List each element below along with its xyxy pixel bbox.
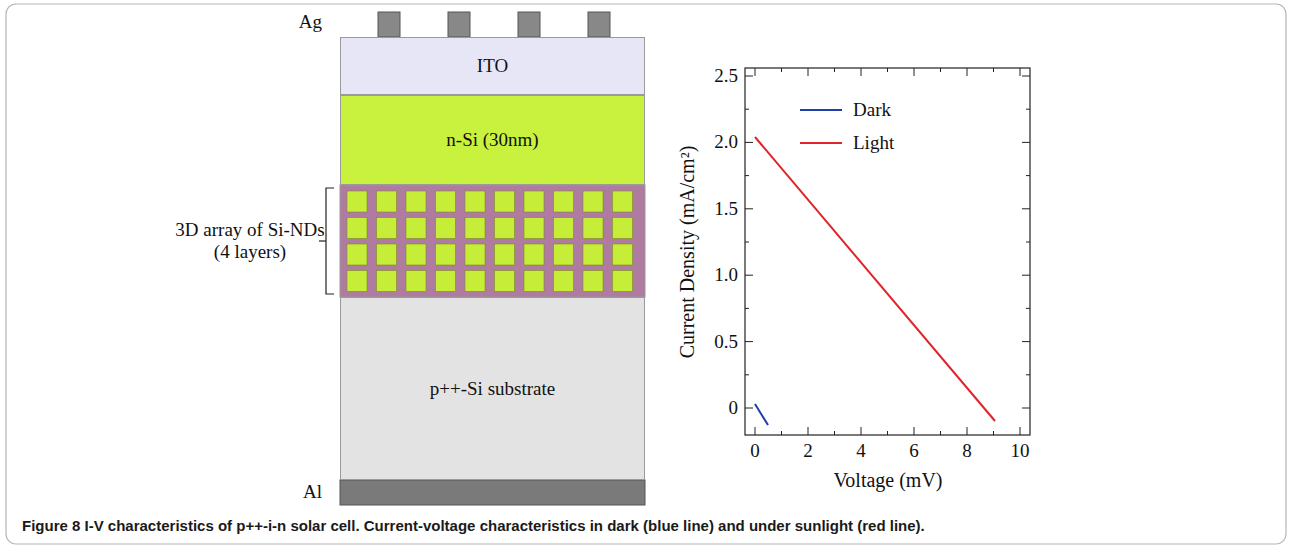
y-tick: 0.5 [714,331,738,353]
bracket [326,188,334,294]
dark-curve [755,404,768,425]
material-label: Al [303,481,322,503]
x-axis-title: Voltage (mV) [833,469,942,492]
layer-label: n-Si (30nm) [446,129,538,151]
n-si-layer: n-Si (30nm) [340,95,645,185]
substrate-layer: p++-Si substrate [340,297,645,480]
x-tick: 10 [1011,440,1030,462]
y-tick: 2.0 [714,131,738,153]
ag-contacts [378,12,610,37]
axis-ticks [745,68,1030,435]
figure-caption: Figure 8 I-V characteristics of p++-i-n … [22,517,925,534]
bracket-tip [319,240,326,241]
y-tick: 2.5 [714,65,738,87]
figure-border [6,4,1286,544]
legend-text: Dark [853,99,891,121]
layer-label: ITO [477,55,508,77]
x-tick: 0 [750,440,760,462]
si-nanodisks [347,191,633,292]
y-axis-title: Current Density (mA/cm²) [676,146,699,359]
legend-text: Light [853,132,894,154]
y-tick: 1.5 [714,198,738,220]
array-label: 3D array of Si-NDs (4 layers) [175,219,325,263]
x-tick: 2 [803,440,813,462]
light-curve [755,137,995,421]
x-tick: 4 [856,440,866,462]
x-tick: 8 [962,440,972,462]
material-label: Ag [299,11,322,33]
legend-line-light [800,142,842,144]
al-layer [340,480,645,505]
layer-label: p++-Si substrate [430,378,555,400]
x-tick: 6 [909,440,919,462]
y-tick: 0 [729,397,739,419]
y-tick: 1.0 [714,264,738,286]
nd-array-matrix [340,185,645,297]
ito-layer: ITO [340,37,645,95]
legend-line-dark [800,109,842,111]
plot-frame [745,68,1030,435]
